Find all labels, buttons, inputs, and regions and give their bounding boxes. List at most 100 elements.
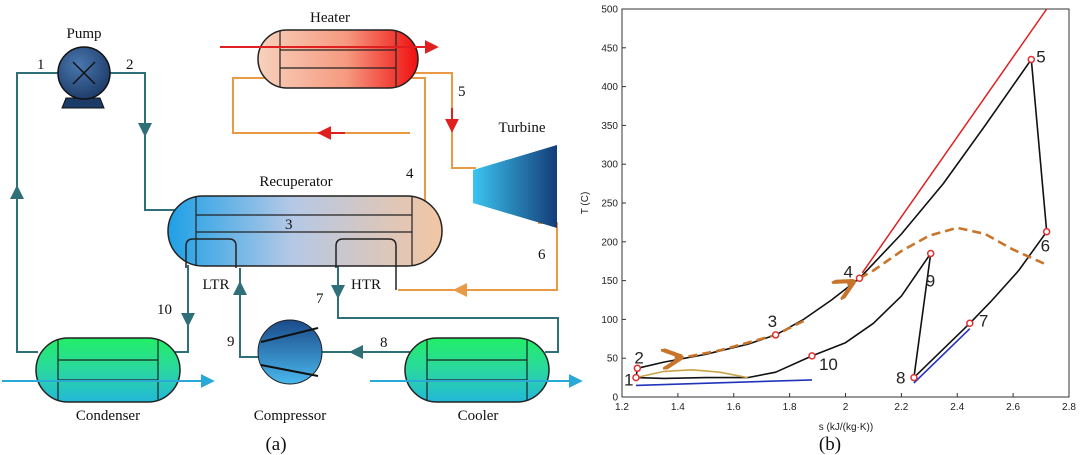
state-point-label-8: 8 xyxy=(896,369,905,388)
y-tick-label: 350 xyxy=(601,121,618,132)
condenser: Condenser xyxy=(2,337,215,424)
x-tick-label: 1.4 xyxy=(671,402,685,413)
pipe-pump-to-recuperator xyxy=(110,72,200,211)
series-heat-source xyxy=(861,8,1048,274)
series-condenser-cold xyxy=(635,379,813,387)
state-label-1: 1 xyxy=(37,57,45,73)
cooler-label: Cooler xyxy=(458,408,499,424)
series-cooler-cold xyxy=(913,328,971,384)
condenser-label: Condenser xyxy=(76,408,140,424)
state-point-10 xyxy=(808,352,816,360)
series-ltr-path xyxy=(672,319,805,358)
x-tick-label: 2 xyxy=(843,402,849,413)
state-label-4: 4 xyxy=(406,166,414,182)
series-cool-6-7 xyxy=(969,231,1048,324)
state-label-10: 10 xyxy=(157,302,172,318)
series-cool-7-8 xyxy=(913,322,971,379)
x-axis-label: s (kJ/(kg·K)) xyxy=(819,422,873,433)
series-cool-9-10 xyxy=(811,252,932,357)
state-label-5: 5 xyxy=(458,84,466,100)
state-point-label-9: 9 xyxy=(926,271,935,290)
pipe-recuperator-to-heater xyxy=(232,77,426,211)
compressor-label: Compressor xyxy=(254,408,327,424)
series-htr-path xyxy=(846,226,1045,286)
state-point-label-4: 4 xyxy=(843,262,852,281)
state-point-label-6: 6 xyxy=(1041,237,1050,256)
pipe-ltr-to-condenser xyxy=(175,265,189,353)
x-tick-label: 2.2 xyxy=(894,402,908,413)
series-expansion-5-6 xyxy=(1030,59,1048,232)
caption-b: (b) xyxy=(819,434,841,455)
pipe-htr-to-cooler xyxy=(337,265,559,353)
pump-label: Pump xyxy=(66,26,101,42)
state-label-8: 8 xyxy=(380,335,388,351)
state-point-2 xyxy=(633,364,642,373)
cooler: Cooler xyxy=(370,337,583,424)
ltr-label: LTR xyxy=(203,277,230,293)
y-tick-label: 150 xyxy=(601,276,618,287)
state-label-6: 6 xyxy=(538,247,546,263)
state-point-7 xyxy=(966,319,974,328)
state-point-label-10: 10 xyxy=(819,355,838,374)
x-tick-label: 2.4 xyxy=(950,402,964,413)
state-label-2: 2 xyxy=(126,57,134,73)
series-compress-8-9 xyxy=(913,253,932,378)
y-tick-label: 200 xyxy=(601,237,618,248)
turbine: Turbine xyxy=(473,120,557,228)
cycle-schematic: Heater Pump Turbine Recuperator LTR HT xyxy=(2,10,583,455)
state-label-9: 9 xyxy=(227,334,235,350)
y-tick-label: 250 xyxy=(601,199,618,210)
htr-baffle xyxy=(335,238,397,290)
chart-points: 12 3 4 5 6 7 8 9 10 xyxy=(624,47,1051,390)
heater: Heater xyxy=(220,10,439,89)
state-point-label-7: 7 xyxy=(979,311,988,330)
y-tick-label: 300 xyxy=(601,160,618,171)
state-point-4 xyxy=(855,274,864,283)
series-condenser-tan xyxy=(635,369,748,379)
series-cool-10-1 xyxy=(635,355,813,380)
y-tick-label: 450 xyxy=(601,43,618,54)
chart-series xyxy=(635,8,1048,387)
recuperator-label: Recuperator xyxy=(259,174,332,190)
caption-a: (a) xyxy=(265,434,286,455)
state-point-6 xyxy=(1042,227,1051,236)
x-tick-label: 1.8 xyxy=(783,402,797,413)
x-tick-label: 2.8 xyxy=(1062,402,1076,413)
cold-piping xyxy=(10,72,559,359)
pipe-compressor-to-ltr xyxy=(239,268,258,358)
state-point-8 xyxy=(910,373,918,382)
state-point-1 xyxy=(632,373,640,382)
recuperator: Recuperator LTR HTR xyxy=(167,174,443,293)
y-tick-label: 100 xyxy=(601,315,618,326)
state-label-7: 7 xyxy=(316,291,324,307)
state-point-labels: 1 2 3 4 5 6 7 8 9 10 xyxy=(37,57,546,351)
state-point-9 xyxy=(926,249,935,258)
y-tick-label: 50 xyxy=(607,354,619,365)
y-tick-label: 0 xyxy=(612,393,618,404)
state-point-label-5: 5 xyxy=(1036,47,1045,66)
pipe-condenser-to-pump xyxy=(16,72,58,353)
state-point-5 xyxy=(1027,55,1036,64)
plot-frame xyxy=(621,8,1070,398)
heater-label: Heater xyxy=(310,10,350,26)
turbine-label: Turbine xyxy=(499,120,546,136)
state-label-3: 3 xyxy=(285,217,293,233)
series-main-2-5 xyxy=(637,58,1032,370)
state-point-label-3: 3 xyxy=(768,312,777,331)
pump: Pump xyxy=(57,26,111,109)
y-tick-label: 400 xyxy=(601,82,618,93)
state-point-label-1: 1 xyxy=(624,371,633,390)
x-tick-label: 2.6 xyxy=(1006,402,1020,413)
x-tick-label: 1.2 xyxy=(615,402,629,413)
y-axis-label: T (C) xyxy=(580,192,591,215)
state-point-3 xyxy=(771,331,780,339)
y-tick-label: 500 xyxy=(601,5,618,16)
x-tick-label: 1.6 xyxy=(727,402,741,413)
ltr-baffle xyxy=(185,238,237,268)
htr-label: HTR xyxy=(351,277,381,293)
compressor: Compressor xyxy=(254,319,327,424)
state-point-label-2: 2 xyxy=(634,348,643,367)
